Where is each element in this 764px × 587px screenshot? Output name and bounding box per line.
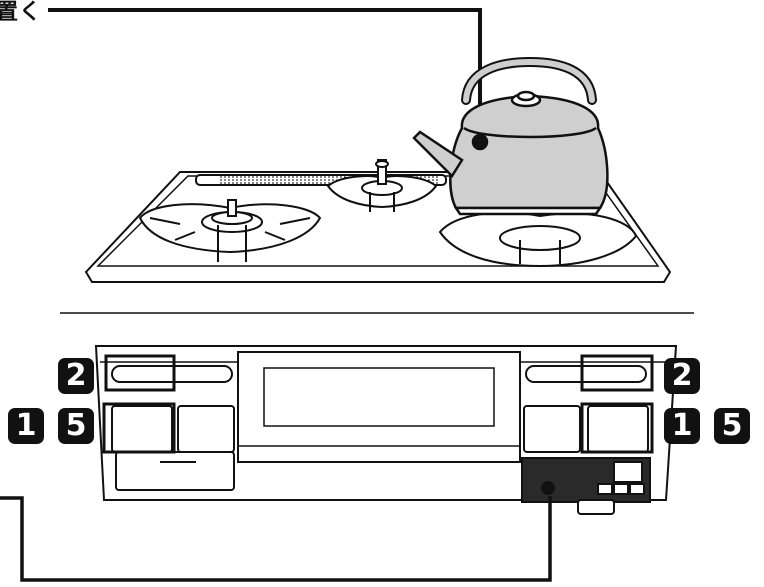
badge-right-bottom-a: 1: [664, 408, 700, 444]
badge-left-top: 2: [58, 358, 94, 394]
badge-right-bottom-b: 5: [714, 408, 750, 444]
badge-left-bottom-a: 1: [8, 408, 44, 444]
badge-left-bottom-b: 5: [58, 408, 94, 444]
leader-line-top: [48, 10, 480, 140]
badge-right-top: 2: [664, 358, 700, 394]
stove-front: [96, 346, 676, 514]
leader-line-bottom: [0, 496, 550, 580]
